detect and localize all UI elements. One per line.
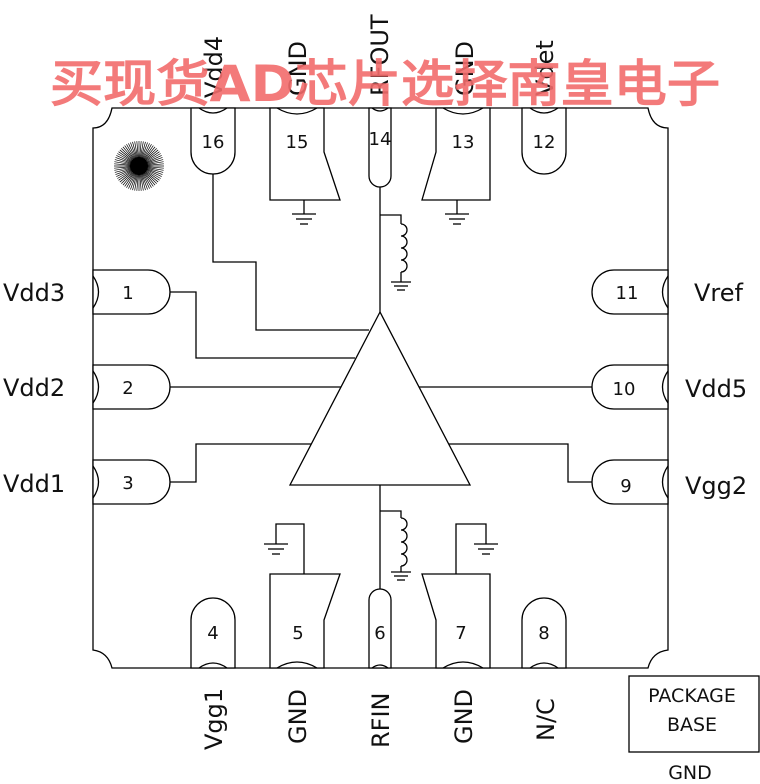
pin-3-pad: 3 bbox=[92, 459, 171, 505]
package-base-line1: PACKAGE bbox=[648, 685, 736, 707]
pin1-indicator-icon bbox=[114, 141, 164, 191]
pin-15-label: GND bbox=[284, 41, 312, 96]
pin-6-label: RFIN bbox=[367, 692, 395, 748]
pin-3-number: 3 bbox=[122, 473, 133, 494]
pin-16-number: 16 bbox=[202, 132, 225, 153]
pin-9-label: Vgg2 bbox=[685, 472, 747, 500]
pin-13-label: GND bbox=[451, 41, 479, 96]
pin-1-number: 1 bbox=[122, 283, 133, 304]
ground-symbol-pin7 bbox=[455, 523, 498, 574]
pin-16-label: Vdd4 bbox=[200, 36, 228, 98]
pin-12-pad: 12 bbox=[521, 107, 567, 175]
pin-16-pad: 16 bbox=[190, 107, 236, 175]
pin-9-number: 9 bbox=[620, 476, 631, 497]
pin-10-pad: 10 bbox=[591, 364, 669, 410]
pin-5-pad: 5 bbox=[269, 573, 341, 669]
pin-10-number: 10 bbox=[613, 379, 636, 400]
pin-14-label: RFOUT bbox=[366, 14, 394, 96]
pin-4-label: Vgg1 bbox=[200, 688, 228, 750]
package-base-line2: BASE bbox=[667, 714, 717, 736]
pin-2-pad: 2 bbox=[92, 364, 171, 410]
pin-11-pad: 11 bbox=[591, 269, 669, 315]
pin-10-label: Vdd5 bbox=[685, 375, 747, 403]
pin-8-number: 8 bbox=[538, 623, 549, 644]
pin-1-pad: 1 bbox=[92, 269, 171, 315]
pin-2-label: Vdd2 bbox=[3, 374, 65, 402]
watermark-text: 买现货AD芯片选择南皇电子 bbox=[50, 55, 720, 113]
pin-9-pad: 9 bbox=[591, 459, 669, 505]
pin-1-label: Vdd3 bbox=[3, 279, 65, 307]
ground-symbol-pin15 bbox=[292, 200, 316, 225]
pin-15-pad: 15 bbox=[269, 107, 341, 201]
pin-11-label: Vref bbox=[694, 279, 744, 307]
pin-7-number: 7 bbox=[455, 623, 466, 644]
pin-7-pad: 7 bbox=[421, 573, 491, 669]
pin-15-number: 15 bbox=[286, 132, 309, 153]
pin-12-label: Vdet bbox=[531, 40, 559, 96]
pin-4-pad: 4 bbox=[190, 597, 236, 669]
pin-6-pad: 6 bbox=[368, 588, 392, 669]
pin-3-label: Vdd1 bbox=[3, 470, 65, 498]
package-base-box: PACKAGE BASE bbox=[628, 675, 760, 753]
pin-13-pad: 13 bbox=[421, 107, 491, 201]
package-base-caption: GND bbox=[668, 762, 712, 784]
pin-6-number: 6 bbox=[374, 623, 385, 644]
pin-4-number: 4 bbox=[207, 623, 218, 644]
amplifier-triangle bbox=[288, 310, 472, 486]
pin-2-number: 2 bbox=[122, 378, 133, 399]
ground-symbol-pin5 bbox=[264, 523, 305, 574]
pin-14-pad: 14 bbox=[368, 107, 392, 188]
pin-14-number: 14 bbox=[369, 129, 392, 150]
pin-11-number: 11 bbox=[616, 283, 639, 304]
ground-symbol-pin13 bbox=[445, 200, 469, 225]
pin-8-label: N/C bbox=[532, 698, 560, 741]
pin-13-number: 13 bbox=[452, 132, 475, 153]
pin-5-number: 5 bbox=[292, 623, 303, 644]
pin-8-pad: 8 bbox=[521, 597, 567, 669]
pin-7-label: GND bbox=[450, 689, 478, 744]
internal-wiring bbox=[170, 174, 592, 589]
pin-12-number: 12 bbox=[533, 132, 556, 153]
pin-5-label: GND bbox=[284, 689, 312, 744]
package-outline bbox=[92, 107, 669, 669]
